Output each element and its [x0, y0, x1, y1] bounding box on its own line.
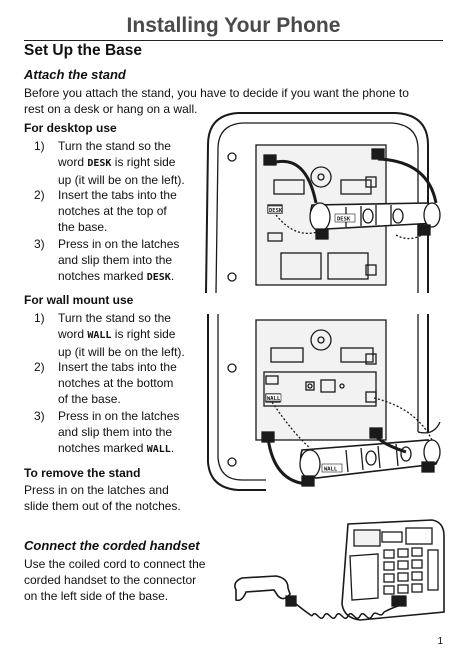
step-number: 2): [34, 188, 45, 202]
step-number: 2): [34, 360, 45, 374]
wall-notch-label: WALL: [267, 396, 281, 402]
step-line: up (it will be on the left).: [58, 173, 185, 187]
attach-heading: Attach the stand: [24, 67, 126, 82]
wall-step-1: 1) Turn the stand so the word WALL is ri…: [34, 310, 224, 359]
wall-heading: For wall mount use: [24, 293, 134, 307]
desktop-step-3: 3) Press in on the latches and slip them…: [34, 236, 224, 284]
step-line: Insert the tabs into the: [58, 360, 177, 374]
step-line: word: [58, 155, 88, 169]
attach-intro-line-1: Before you attach the stand, you have to…: [24, 86, 409, 100]
step-line: Press in on the latches: [58, 237, 180, 251]
page-title: Installing Your Phone: [126, 14, 341, 37]
wall-stand-illustration: WALL WALL: [207, 314, 441, 491]
step-line: Insert the tabs into the: [58, 188, 177, 202]
desk-code: DESK: [146, 272, 171, 283]
stand-wall-label: WALL: [324, 467, 338, 473]
handset-line-2: corded handset to the connector: [24, 573, 197, 587]
stand-desk-label: DESK: [337, 217, 351, 223]
step-line: is right side: [111, 327, 176, 341]
step-line: and slip them into the: [58, 253, 173, 267]
handset-line-3: on the left side of the base.: [24, 589, 169, 603]
remove-line-1: Press in on the latches and: [24, 483, 169, 497]
step-line: notches at the bottom: [58, 376, 174, 390]
step-line: the base.: [58, 220, 108, 234]
wall-code: WALL: [146, 444, 171, 455]
step-line: Turn the stand so the: [58, 311, 171, 325]
desk-notch-label: DESK: [269, 208, 283, 214]
handset-connection-illustration: [234, 519, 445, 621]
remove-line-2: slide them out of the notches.: [24, 499, 181, 513]
step-line: notches marked: [58, 269, 147, 283]
desktop-heading: For desktop use: [24, 121, 117, 135]
step-line: up (it will be on the left).: [58, 345, 185, 359]
wall-step-3: 3) Press in on the latches and slip them…: [34, 408, 224, 456]
step-line: notches at the top of: [58, 204, 167, 218]
desktop-step-2: 2) Insert the tabs into the notches at t…: [34, 187, 224, 235]
attach-intro-line-2: rest on a desk or hang on a wall.: [24, 102, 198, 116]
wall-code: WALL: [87, 330, 112, 341]
title-rule: [24, 40, 443, 41]
step-number: 1): [34, 311, 45, 325]
step-number: 3): [34, 409, 45, 423]
desktop-stand-illustration: DESK DESK: [205, 112, 441, 294]
step-line: of the base.: [58, 392, 121, 406]
step-line: Press in on the latches: [58, 409, 180, 423]
section-heading: Set Up the Base: [24, 42, 143, 59]
step-line: notches marked: [58, 441, 147, 455]
remove-heading: To remove the stand: [24, 466, 141, 480]
step-line: Turn the stand so the: [58, 139, 171, 153]
handset-heading: Connect the corded handset: [24, 538, 200, 553]
step-line: .: [170, 269, 175, 283]
step-number: 3): [34, 237, 45, 251]
step-line: word: [58, 327, 88, 341]
step-line: and slip them into the: [58, 425, 173, 439]
step-number: 1): [34, 139, 45, 153]
step-line: .: [170, 441, 175, 455]
step-line: is right side: [111, 155, 176, 169]
wall-step-2: 2) Insert the tabs into the notches at t…: [34, 359, 224, 407]
handset-line-1: Use the coiled cord to connect the: [24, 557, 206, 571]
desktop-step-1: 1) Turn the stand so the word DESK is ri…: [34, 138, 224, 187]
desk-code: DESK: [87, 158, 112, 169]
page-number: 1: [437, 636, 443, 647]
